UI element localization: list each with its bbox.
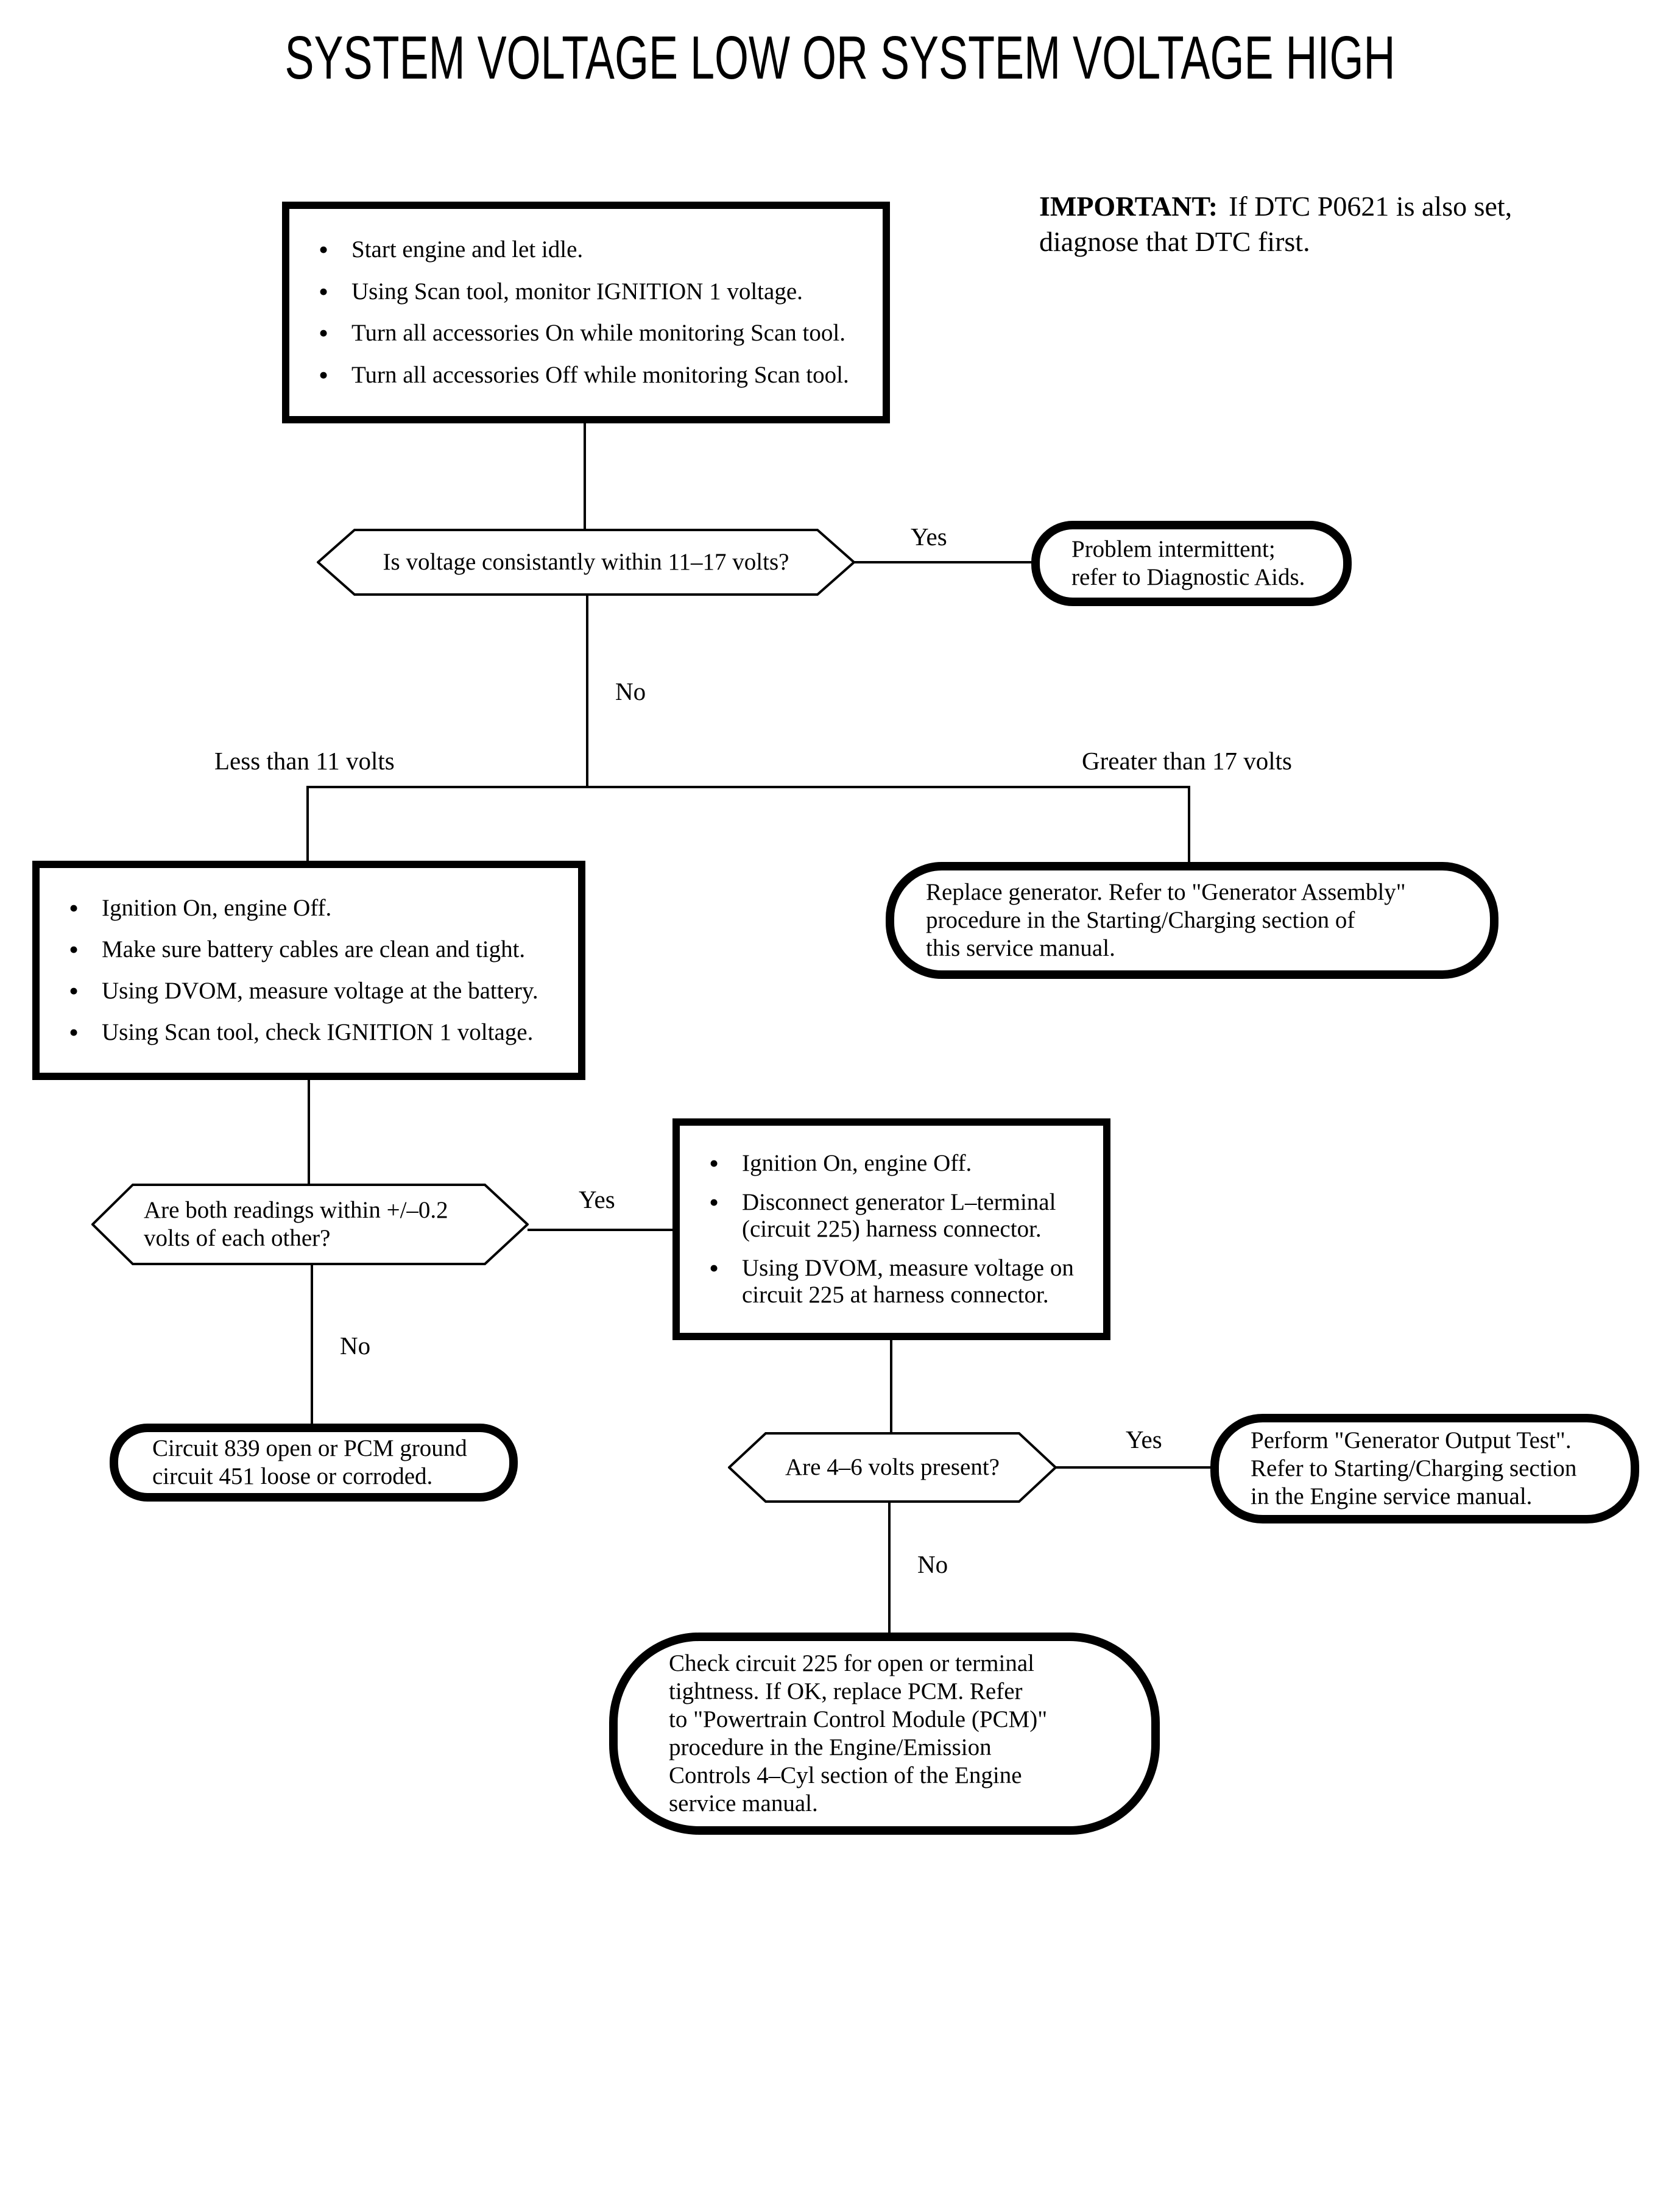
decision-4-6-volts: Are 4–6 volts present? [728, 1432, 1057, 1503]
terminal-text: to "Powertrain Control Module (PCM)" [669, 1706, 1048, 1732]
terminal-generator-output-test: Perform "Generator Output Test". Refer t… [1210, 1414, 1639, 1523]
bullet-icon: • [69, 1017, 79, 1048]
bullet-text: (circuit 225) harness connector. [742, 1216, 1042, 1242]
terminal-circuit-839: Circuit 839 open or PCM ground circuit 4… [110, 1424, 518, 1502]
bullet-text: Using DVOM, measure voltage on [742, 1255, 1074, 1281]
connector-step2-to-decision2 [308, 1079, 310, 1190]
bullet-text: Using Scan tool, check IGNITION 1 voltag… [102, 1019, 534, 1045]
branch-label-yes: Yes [579, 1185, 615, 1213]
branch-label-yes: Yes [1126, 1425, 1162, 1453]
list-item: • Using DVOM, measure voltage on circuit… [680, 1252, 1098, 1308]
decision-readings-match: Are both readings within +/–0.2 volts of… [91, 1184, 529, 1265]
terminal-text: Perform "Generator Output Test". [1251, 1427, 1572, 1453]
important-text-2: diagnose that DTC first. [1039, 226, 1310, 257]
connector-step1-to-decision1 [584, 422, 586, 530]
terminal-text: procedure in the Starting/Charging secti… [926, 907, 1355, 933]
connector-step3-to-decision3 [890, 1339, 892, 1433]
list-item: • Start engine and let idle. [289, 233, 878, 265]
terminal-text: Circuit 839 open or PCM ground [152, 1435, 467, 1461]
hexagon-shape [728, 1432, 1057, 1503]
list-item: • Disconnect generator L–terminal (circu… [680, 1187, 1098, 1243]
list-item: • Turn all accessories Off while monitor… [289, 359, 878, 391]
bullet-icon: • [709, 1148, 719, 1179]
terminal-text: service manual. [669, 1790, 818, 1816]
connector-decision3-yes [1056, 1466, 1212, 1469]
list-item: • Make sure battery cables are clean and… [40, 934, 573, 965]
connector-split-right [1188, 786, 1190, 863]
terminal-text: this service manual. [926, 935, 1115, 961]
bullet-icon: • [319, 233, 329, 265]
list-item: • Ignition On, engine Off. [40, 892, 573, 923]
terminal-text: tightness. If OK, replace PCM. Refer [669, 1678, 1023, 1704]
terminal-text: Problem intermittent; [1071, 536, 1276, 562]
terminal-text: in the Engine service manual. [1251, 1483, 1533, 1509]
bullet-icon: • [69, 934, 79, 965]
bullet-text: Ignition On, engine Off. [742, 1150, 972, 1176]
bullet-icon: • [709, 1252, 719, 1283]
bullet-text: Disconnect generator L–terminal [742, 1189, 1056, 1215]
terminal-text: Check circuit 225 for open or terminal [669, 1650, 1034, 1676]
branch-label-no: No [340, 1332, 371, 1360]
branch-label-no: No [917, 1550, 948, 1578]
branch-label-yes: Yes [911, 523, 947, 551]
important-note: IMPORTANT: If DTC P0621 is also set, diag… [1039, 189, 1512, 259]
branch-label-greater-than-17: Greater than 17 volts [1082, 747, 1292, 775]
bullet-text: Ignition On, engine Off. [102, 895, 332, 921]
connector-decision3-no [888, 1502, 891, 1634]
branch-label-no: No [615, 677, 646, 705]
bullet-text: Turn all accessories On while monitoring… [351, 320, 845, 347]
bullet-icon: • [319, 275, 329, 307]
bullet-text: Using DVOM, measure voltage at the batte… [102, 978, 538, 1004]
decision-text: Are 4–6 volts present? [785, 1454, 1000, 1480]
list-item: • Using DVOM, measure voltage at the bat… [40, 975, 573, 1006]
bullet-icon: • [319, 359, 329, 391]
decision-text: Is voltage consistantly within 11–17 vol… [383, 549, 789, 575]
bullet-icon: • [709, 1187, 719, 1218]
step-box-initial-checks: • Start engine and let idle. • Using Sca… [282, 202, 890, 423]
terminal-text: circuit 451 loose or corroded. [152, 1463, 433, 1489]
connector-decision2-yes [528, 1229, 674, 1231]
bullet-icon: • [319, 317, 329, 349]
bullet-text: Turn all accessories Off while monitorin… [351, 362, 849, 389]
connector-decision2-no [311, 1265, 313, 1425]
bullet-icon: • [69, 975, 79, 1006]
decision-voltage-in-range: Is voltage consistantly within 11–17 vol… [317, 529, 855, 596]
important-line-1: IMPORTANT: If DTC P0621 is also set, [1039, 189, 1512, 224]
terminal-text: Controls 4–Cyl section of the Engine [669, 1762, 1022, 1788]
bullet-icon: • [69, 892, 79, 923]
decision-text: Are both readings within +/–0.2 [144, 1197, 448, 1223]
list-item: • Using Scan tool, check IGNITION 1 volt… [40, 1017, 573, 1048]
terminal-problem-intermittent: Problem intermittent; refer to Diagnosti… [1031, 521, 1352, 606]
bullet-text: circuit 225 at harness connector. [742, 1282, 1049, 1308]
connector-decision1-no [586, 595, 588, 787]
list-item: • Turn all accessories On while monitori… [289, 317, 878, 349]
terminal-text: refer to Diagnostic Aids. [1071, 564, 1305, 590]
step-box-l-terminal-checks: • Ignition On, engine Off. • Disconnect … [672, 1118, 1110, 1340]
important-label: IMPORTANT: [1039, 191, 1218, 222]
decision-text: volts of each other? [144, 1225, 331, 1251]
terminal-check-circuit-225: Check circuit 225 for open or terminal t… [609, 1633, 1160, 1835]
terminal-replace-generator: Replace generator. Refer to "Generator A… [886, 862, 1498, 979]
bullet-text: Start engine and let idle. [351, 236, 584, 263]
connector-split-left [306, 786, 309, 862]
bullet-text: Using Scan tool, monitor IGNITION 1 volt… [351, 278, 803, 305]
step-box-low-voltage-checks: • Ignition On, engine Off. • Make sure b… [32, 861, 585, 1080]
important-text-1: If DTC P0621 is also set, [1229, 191, 1512, 222]
connector-decision1-yes [854, 561, 1032, 563]
terminal-text: Refer to Starting/Charging section [1251, 1455, 1577, 1481]
terminal-text: Replace generator. Refer to "Generator A… [926, 879, 1406, 905]
branch-label-less-than-11: Less than 11 volts [214, 747, 395, 775]
bullet-text: Make sure battery cables are clean and t… [102, 936, 526, 962]
hexagon-shape [317, 529, 855, 596]
list-item: • Ignition On, engine Off. [680, 1148, 1098, 1179]
list-item: • Using Scan tool, monitor IGNITION 1 vo… [289, 275, 878, 307]
terminal-text: procedure in the Engine/Emission [669, 1734, 992, 1760]
hexagon-shape [91, 1184, 529, 1265]
page-title: SYSTEM VOLTAGE LOW OR SYSTEM VOLTAGE HIG… [284, 24, 1396, 92]
connector-split-bar [306, 786, 1190, 788]
